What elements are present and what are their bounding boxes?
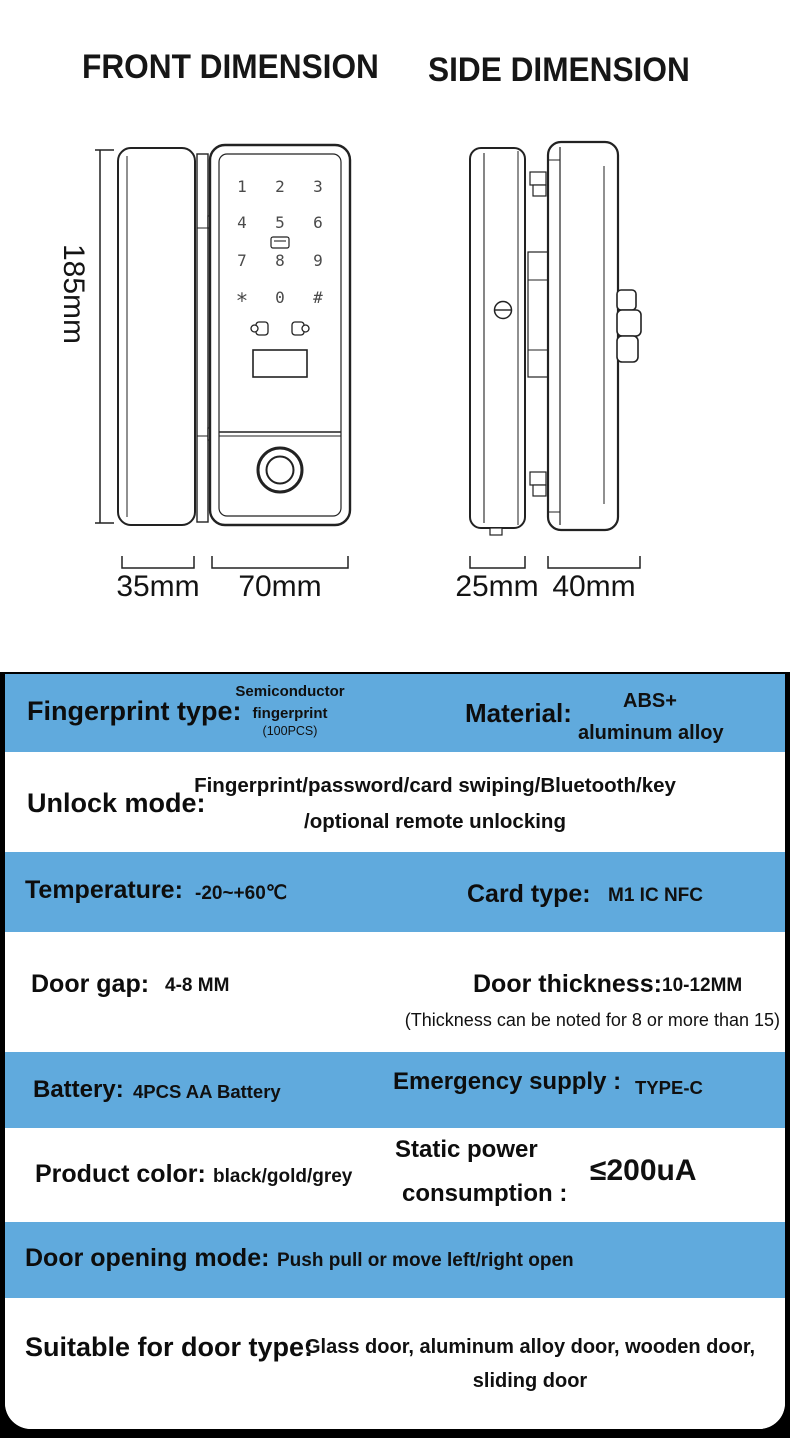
door-thickness-note: (Thickness can be noted for 8 or more th… — [404, 1010, 780, 1030]
fingerprint-type-value: Semiconductor fingerprint (100PCS) — [227, 683, 353, 738]
front-left-width-label: 35mm — [116, 570, 199, 603]
door-thickness-value: 10-12MM — [662, 975, 743, 996]
unlock-value-line1: Fingerprint/password/card swiping/Blueto… — [194, 774, 676, 797]
battery-label: Battery: — [33, 1076, 124, 1103]
battery-value: 4PCS AA Battery — [133, 1081, 281, 1102]
side-left-profile — [469, 147, 526, 536]
door-thickness-label: Door thickness: — [473, 970, 662, 998]
side-left-width-label: 25mm — [455, 570, 538, 603]
doorbell-icon-left — [250, 321, 269, 336]
spec-row-door-opening: Door opening mode: Push pull or move lef… — [5, 1222, 785, 1298]
spec-row-door-type: Suitable for door type: Glass door, alum… — [5, 1298, 785, 1429]
side-dimension-drawing: 25mm 40mm — [455, 140, 642, 603]
key-6: 6 — [313, 213, 323, 232]
side-width-dimensions: 25mm 40mm — [455, 556, 641, 603]
spec-table: Fingerprint type: Semiconductor fingerpr… — [5, 674, 785, 1429]
fingerprint-value-line1: Semiconductor — [235, 683, 345, 700]
door-type-value-line2: sliding door — [472, 1370, 588, 1392]
key-1: 1 — [237, 177, 247, 196]
door-gap-value: 4-8 MM — [165, 975, 230, 996]
front-right-width-label: 70mm — [238, 570, 321, 603]
fingerprint-value-line2: fingerprint — [252, 705, 328, 722]
static-power-value: ≤200uA — [590, 1154, 697, 1187]
material-value-line1: ABS+ — [623, 690, 677, 712]
screw-icon — [493, 300, 513, 320]
height-dimension-line: 185mm — [57, 149, 114, 524]
emergency-supply-value: TYPE-C — [635, 1077, 703, 1098]
side-dimension-title: SIDE DIMENSION — [428, 51, 690, 89]
fingerprint-sensor — [256, 446, 304, 494]
material-label: Material: — [465, 698, 572, 728]
temperature-value: -20~+60℃ — [195, 883, 288, 904]
fingerprint-type-label: Fingerprint type: — [27, 696, 242, 726]
spec-row-color-staticpower: Product color: black/gold/grey Static po… — [5, 1128, 785, 1222]
product-color-label: Product color: — [35, 1160, 206, 1188]
material-value-line2: aluminum alloy — [578, 722, 724, 744]
spec-row-unlock-mode: Unlock mode: Fingerprint/password/card s… — [5, 752, 785, 852]
front-dimension-drawing: 185mm 1 2 3 4 5 6 7 — [57, 143, 352, 603]
key-7: 7 — [237, 251, 247, 270]
lock-knob — [616, 289, 642, 363]
unlock-value-line2: /optional remote unlocking — [304, 810, 566, 833]
door-type-value-line1: Glass door, aluminum alloy door, wooden … — [305, 1336, 756, 1358]
static-power-label-line1: Static power — [395, 1136, 538, 1163]
spec-row-doorgap-thickness: Door gap: 4-8 MM Door thickness: 10-12MM… — [5, 932, 785, 1052]
product-color-value: black/gold/grey — [213, 1166, 353, 1187]
spec-row-battery-emergency: Battery: 4PCS AA Battery Emergency suppl… — [5, 1052, 785, 1128]
card-type-value: M1 IC NFC — [608, 885, 703, 906]
key-9: 9 — [313, 251, 323, 270]
key-8: 8 — [275, 251, 285, 270]
doorbell-icon-right — [291, 321, 310, 336]
card-slot-icon — [270, 236, 290, 249]
clamp-hardware — [527, 171, 549, 497]
key-5: 5 — [275, 213, 285, 232]
door-type-label: Suitable for door type: — [25, 1332, 314, 1362]
door-gap-label: Door gap: — [31, 970, 150, 998]
key-2: 2 — [275, 177, 285, 196]
door-opening-label: Door opening mode: — [25, 1244, 270, 1272]
spec-row-temperature-card: Temperature: -20~+60℃ Card type: M1 IC N… — [5, 852, 785, 932]
display-window — [252, 349, 308, 378]
unlock-mode-value: Fingerprint/password/card swiping/Blueto… — [190, 774, 680, 834]
front-left-panel — [117, 147, 196, 526]
card-type-label: Card type: — [467, 880, 591, 908]
door-opening-value: Push pull or move left/right open — [277, 1250, 574, 1271]
side-right-width-label: 40mm — [552, 570, 635, 603]
key-4: 4 — [237, 213, 247, 232]
temperature-label: Temperature: — [25, 876, 183, 904]
key-0: 0 — [275, 288, 285, 307]
unlock-mode-label: Unlock mode: — [27, 788, 206, 818]
height-label: 185mm — [57, 244, 90, 344]
door-type-value: Glass door, aluminum alloy door, wooden … — [305, 1336, 755, 1393]
spec-section-frame: Fingerprint type: Semiconductor fingerpr… — [0, 672, 790, 1438]
front-width-dimensions: 35mm 70mm — [116, 556, 349, 603]
key-hash: # — [313, 288, 323, 307]
spec-row-fingerprint-material: Fingerprint type: Semiconductor fingerpr… — [5, 674, 785, 752]
fingerprint-value-line3: (100PCS) — [262, 724, 318, 738]
side-right-profile — [546, 140, 620, 532]
front-dimension-title: FRONT DIMENSION — [82, 48, 379, 86]
emergency-supply-label: Emergency supply : — [393, 1068, 622, 1095]
keypad: 1 2 3 4 5 6 7 8 9 * 0 # — [236, 177, 324, 313]
key-star: * — [236, 289, 249, 313]
static-power-label-line2: consumption : — [402, 1180, 568, 1207]
front-lock-body — [208, 143, 352, 527]
key-3: 3 — [313, 177, 323, 196]
